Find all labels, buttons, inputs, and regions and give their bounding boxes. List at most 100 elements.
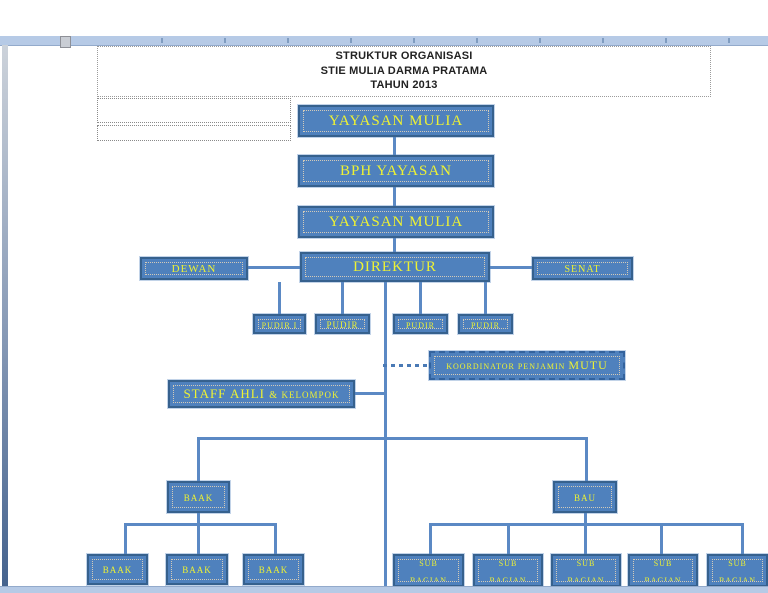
org-box-dewan[interactable]: DEWAN bbox=[140, 257, 248, 280]
org-box-baak-child-1[interactable]: BAAK bbox=[87, 554, 148, 585]
ruler-marker[interactable] bbox=[60, 36, 71, 48]
org-box-baak-parent[interactable]: BAAK bbox=[167, 481, 230, 513]
org-box-sub-bagian-1[interactable]: SUB BAGIAN bbox=[393, 554, 464, 587]
org-box-baak-child-2[interactable]: BAAK bbox=[166, 554, 228, 585]
org-box-label: PUDIR bbox=[326, 319, 359, 329]
connector-line bbox=[584, 523, 587, 554]
org-box-inner-frame: PUDIR I bbox=[258, 319, 301, 329]
org-box-pudir-4[interactable]: PUDIR bbox=[458, 314, 513, 334]
org-box-sub-bagian-5[interactable]: SUB BAGIAN bbox=[707, 554, 768, 587]
org-box-inner-frame: DIREKTUR bbox=[305, 257, 485, 277]
connector-line bbox=[393, 187, 396, 206]
connector-line bbox=[584, 513, 587, 526]
connector-line bbox=[384, 282, 387, 587]
org-box-inner-frame: BAAK bbox=[248, 559, 299, 580]
connector-line bbox=[741, 523, 744, 554]
org-box-inner-frame: YAYASAN MULIA bbox=[303, 211, 489, 233]
org-box-inner-frame: YAYASAN MULIA bbox=[303, 110, 489, 132]
org-box-label: SENAT bbox=[564, 264, 601, 275]
bottom-ruler-strip bbox=[0, 586, 768, 593]
chart-title: STRUKTUR ORGANISASI STIE MULIA DARMA PRA… bbox=[97, 49, 711, 93]
org-box-inner-frame: SUB BAGIAN bbox=[633, 559, 693, 582]
org-box-label: BAGIAN bbox=[567, 575, 605, 582]
org-box-inner-frame: PUDIR bbox=[398, 319, 443, 329]
org-box-pudir-1[interactable]: PUDIR I bbox=[253, 314, 306, 334]
org-box-label: PUDIR I bbox=[261, 320, 298, 329]
connector-line bbox=[490, 266, 532, 269]
connector-line bbox=[585, 437, 588, 481]
org-box-label: BAAK bbox=[182, 565, 212, 576]
org-box-label: PUDIR bbox=[405, 320, 435, 329]
org-box-bph-yayasan[interactable]: BPH YAYASAN bbox=[298, 155, 494, 187]
org-box-inner-frame: BPH YAYASAN bbox=[303, 160, 489, 182]
org-box-inner-frame: KOORDINATOR PENJAMIN MUTU bbox=[434, 356, 620, 375]
org-box-inner-frame: PUDIR bbox=[320, 319, 365, 329]
title-textbox-border bbox=[97, 46, 711, 97]
connector-line bbox=[393, 137, 396, 155]
connector-line bbox=[383, 364, 429, 367]
connector-line bbox=[660, 523, 663, 554]
org-box-pudir-3[interactable]: PUDIR bbox=[393, 314, 448, 334]
org-box-label: SUB bbox=[728, 559, 747, 568]
empty-textbox-2[interactable] bbox=[97, 125, 291, 141]
org-box-label: BAAK bbox=[258, 565, 289, 576]
connector-line bbox=[197, 437, 588, 440]
org-box-inner-frame: BAAK bbox=[172, 486, 225, 508]
org-box-sub-bagian-3[interactable]: SUB BAGIAN bbox=[551, 554, 621, 587]
org-box-label: PUDIR bbox=[470, 320, 500, 329]
org-box-inner-frame: SUB BAGIAN bbox=[556, 559, 616, 582]
org-box-label: BAAK bbox=[183, 492, 214, 503]
org-box-staff-ahli-kelompok[interactable]: STAFF AHLI & KELOMPOK bbox=[168, 380, 355, 408]
org-box-sub-bagian-4[interactable]: SUB BAGIAN bbox=[628, 554, 698, 587]
org-box-label: SUB bbox=[419, 559, 438, 568]
org-box-label: BAU bbox=[573, 492, 596, 503]
empty-textbox-1[interactable] bbox=[97, 98, 291, 123]
org-box-inner-frame: STAFF AHLI & KELOMPOK bbox=[173, 385, 350, 403]
org-box-bau[interactable]: BAU bbox=[553, 481, 617, 513]
title-line-3: TAHUN 2013 bbox=[370, 79, 438, 91]
connector-line bbox=[429, 523, 432, 554]
connector-line bbox=[124, 523, 277, 526]
org-box-baak-child-3[interactable]: BAAK bbox=[243, 554, 304, 585]
title-line-1: STRUKTUR ORGANISASI bbox=[335, 50, 473, 62]
org-box-yayasan-mulia-2[interactable]: YAYASAN MULIA bbox=[298, 206, 494, 238]
org-box-inner-frame: BAAK bbox=[171, 559, 223, 580]
org-box-label: YAYASAN MULIA bbox=[328, 213, 464, 230]
org-box-label: SUB bbox=[576, 559, 596, 568]
connector-line bbox=[341, 282, 344, 314]
org-box-label: BAGIAN bbox=[644, 575, 682, 582]
connector-line bbox=[507, 523, 510, 554]
org-box-yayasan-mulia-top[interactable]: YAYASAN MULIA bbox=[298, 105, 494, 137]
org-box-inner-frame: BAAK bbox=[92, 559, 143, 580]
connector-line bbox=[484, 282, 487, 314]
ruler-ticks bbox=[100, 38, 760, 43]
org-box-label: BAGIAN bbox=[718, 575, 757, 582]
left-page-edge bbox=[2, 45, 8, 586]
org-box-pudir-2[interactable]: PUDIR bbox=[315, 314, 370, 334]
connector-line bbox=[393, 238, 396, 252]
org-box-label: DEWAN bbox=[171, 263, 217, 275]
org-box-label: BPH YAYASAN bbox=[339, 162, 452, 179]
connector-line bbox=[274, 523, 277, 554]
org-box-label: STAFF AHLI & KELOMPOK bbox=[183, 385, 340, 401]
org-box-senat[interactable]: SENAT bbox=[532, 257, 633, 280]
org-box-label: KOORDINATOR PENJAMIN MUTU bbox=[446, 358, 608, 373]
org-box-inner-frame: BAU bbox=[558, 486, 612, 508]
org-box-inner-frame: DEWAN bbox=[145, 262, 243, 275]
org-box-direktur[interactable]: DIREKTUR bbox=[300, 252, 490, 282]
connector-line bbox=[278, 282, 281, 314]
org-box-label: DIREKTUR bbox=[353, 258, 437, 275]
org-box-label: SUB bbox=[653, 559, 673, 568]
connector-line bbox=[419, 282, 422, 314]
org-box-label: BAGIAN bbox=[409, 575, 448, 582]
org-box-label: BAAK bbox=[102, 565, 133, 576]
connector-line bbox=[197, 437, 200, 481]
connector-line bbox=[124, 523, 127, 554]
org-box-koordinator-penjamin-mutu[interactable]: KOORDINATOR PENJAMIN MUTU bbox=[429, 351, 625, 380]
connector-line bbox=[355, 392, 384, 395]
org-box-inner-frame: SUB BAGIAN bbox=[398, 559, 459, 582]
